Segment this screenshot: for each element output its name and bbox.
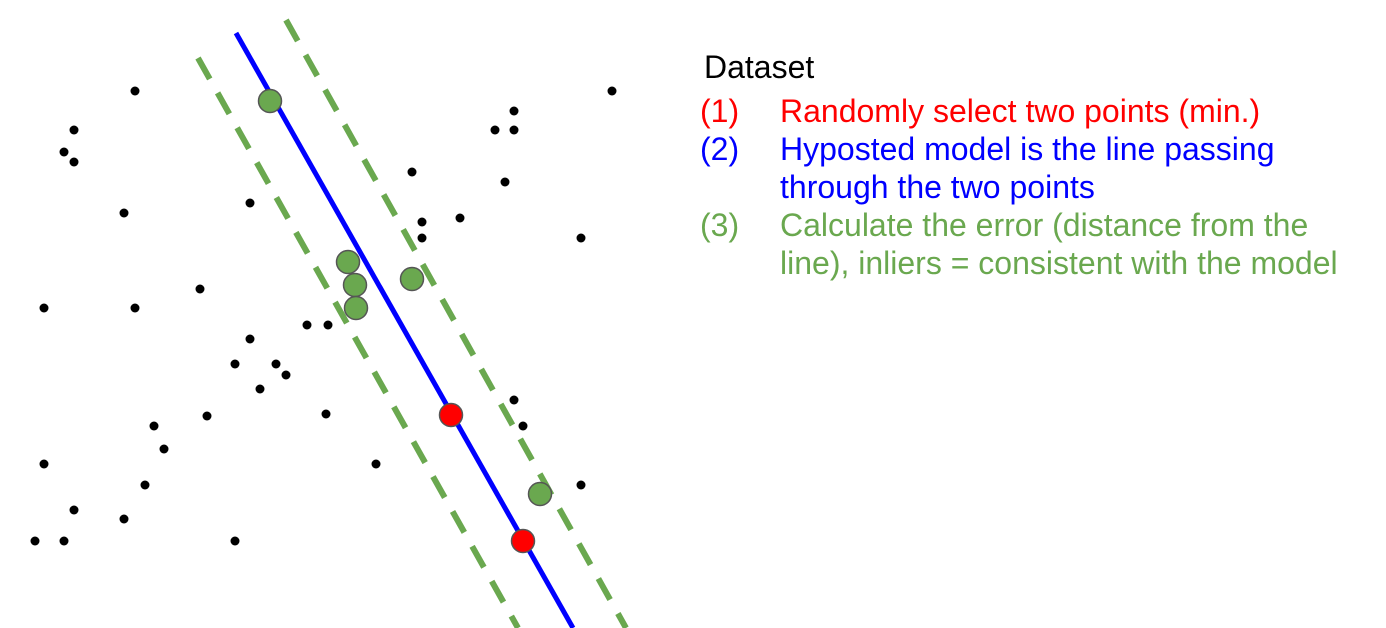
dataset-title: Dataset bbox=[704, 49, 815, 85]
data-point bbox=[500, 177, 510, 187]
step-2: (2) Hyposted model is the line passing t… bbox=[700, 130, 1380, 206]
data-point bbox=[130, 303, 140, 313]
step-3-number: (3) bbox=[700, 207, 740, 243]
data-points bbox=[30, 86, 617, 546]
data-point bbox=[417, 233, 427, 243]
data-point bbox=[576, 233, 586, 243]
data-point bbox=[509, 395, 519, 405]
data-point bbox=[245, 198, 255, 208]
data-point bbox=[518, 421, 528, 431]
data-point bbox=[69, 125, 79, 135]
data-point bbox=[509, 125, 519, 135]
step-1-number: (1) bbox=[700, 93, 740, 129]
data-point bbox=[455, 213, 465, 223]
step-3-text: Calculate the error (distance from the l… bbox=[780, 207, 1338, 281]
data-point bbox=[230, 536, 240, 546]
step-2-text: Hyposted model is the line passing throu… bbox=[780, 131, 1275, 205]
data-point bbox=[255, 384, 265, 394]
data-point bbox=[245, 334, 255, 344]
step-1: (1) Randomly select two points (min.) bbox=[700, 92, 1380, 130]
data-point bbox=[607, 86, 617, 96]
inlier-point bbox=[335, 249, 361, 275]
step-1-text: Randomly select two points (min.) bbox=[780, 93, 1261, 129]
data-point bbox=[159, 444, 169, 454]
data-point bbox=[271, 359, 281, 369]
data-point bbox=[39, 303, 49, 313]
inlier-point bbox=[343, 295, 369, 321]
data-point bbox=[576, 480, 586, 490]
selected-points bbox=[438, 402, 536, 554]
data-point bbox=[490, 125, 500, 135]
data-point bbox=[417, 217, 427, 227]
data-point bbox=[281, 370, 291, 380]
inlier-point bbox=[399, 266, 425, 292]
data-point bbox=[59, 147, 69, 157]
data-point bbox=[59, 536, 69, 546]
data-point bbox=[69, 157, 79, 167]
inlier-points bbox=[257, 88, 553, 507]
data-point bbox=[323, 320, 333, 330]
data-point bbox=[149, 421, 159, 431]
data-point bbox=[371, 459, 381, 469]
threshold-line-1 bbox=[195, 56, 521, 628]
data-point bbox=[230, 359, 240, 369]
data-point bbox=[119, 514, 129, 524]
data-point bbox=[321, 409, 331, 419]
data-point bbox=[302, 320, 312, 330]
data-point bbox=[30, 536, 40, 546]
selected-point bbox=[510, 528, 536, 554]
model-line-group bbox=[233, 31, 576, 628]
threshold-line-2 bbox=[283, 18, 629, 628]
inlier-point bbox=[342, 272, 368, 298]
inlier-point bbox=[257, 88, 283, 114]
data-point bbox=[69, 505, 79, 515]
legend-panel: Dataset (1) Randomly select two points (… bbox=[700, 48, 1380, 282]
model-line bbox=[233, 31, 576, 628]
data-point bbox=[140, 480, 150, 490]
data-point bbox=[407, 167, 417, 177]
threshold-lines bbox=[195, 18, 629, 628]
data-point bbox=[39, 459, 49, 469]
data-point bbox=[119, 208, 129, 218]
inlier-point bbox=[527, 481, 553, 507]
selected-point bbox=[438, 402, 464, 428]
data-point bbox=[509, 106, 519, 116]
data-point bbox=[130, 86, 140, 96]
data-point bbox=[195, 284, 205, 294]
data-point bbox=[202, 411, 212, 421]
step-2-number: (2) bbox=[700, 131, 740, 167]
step-3: (3) Calculate the error (distance from t… bbox=[700, 206, 1380, 282]
